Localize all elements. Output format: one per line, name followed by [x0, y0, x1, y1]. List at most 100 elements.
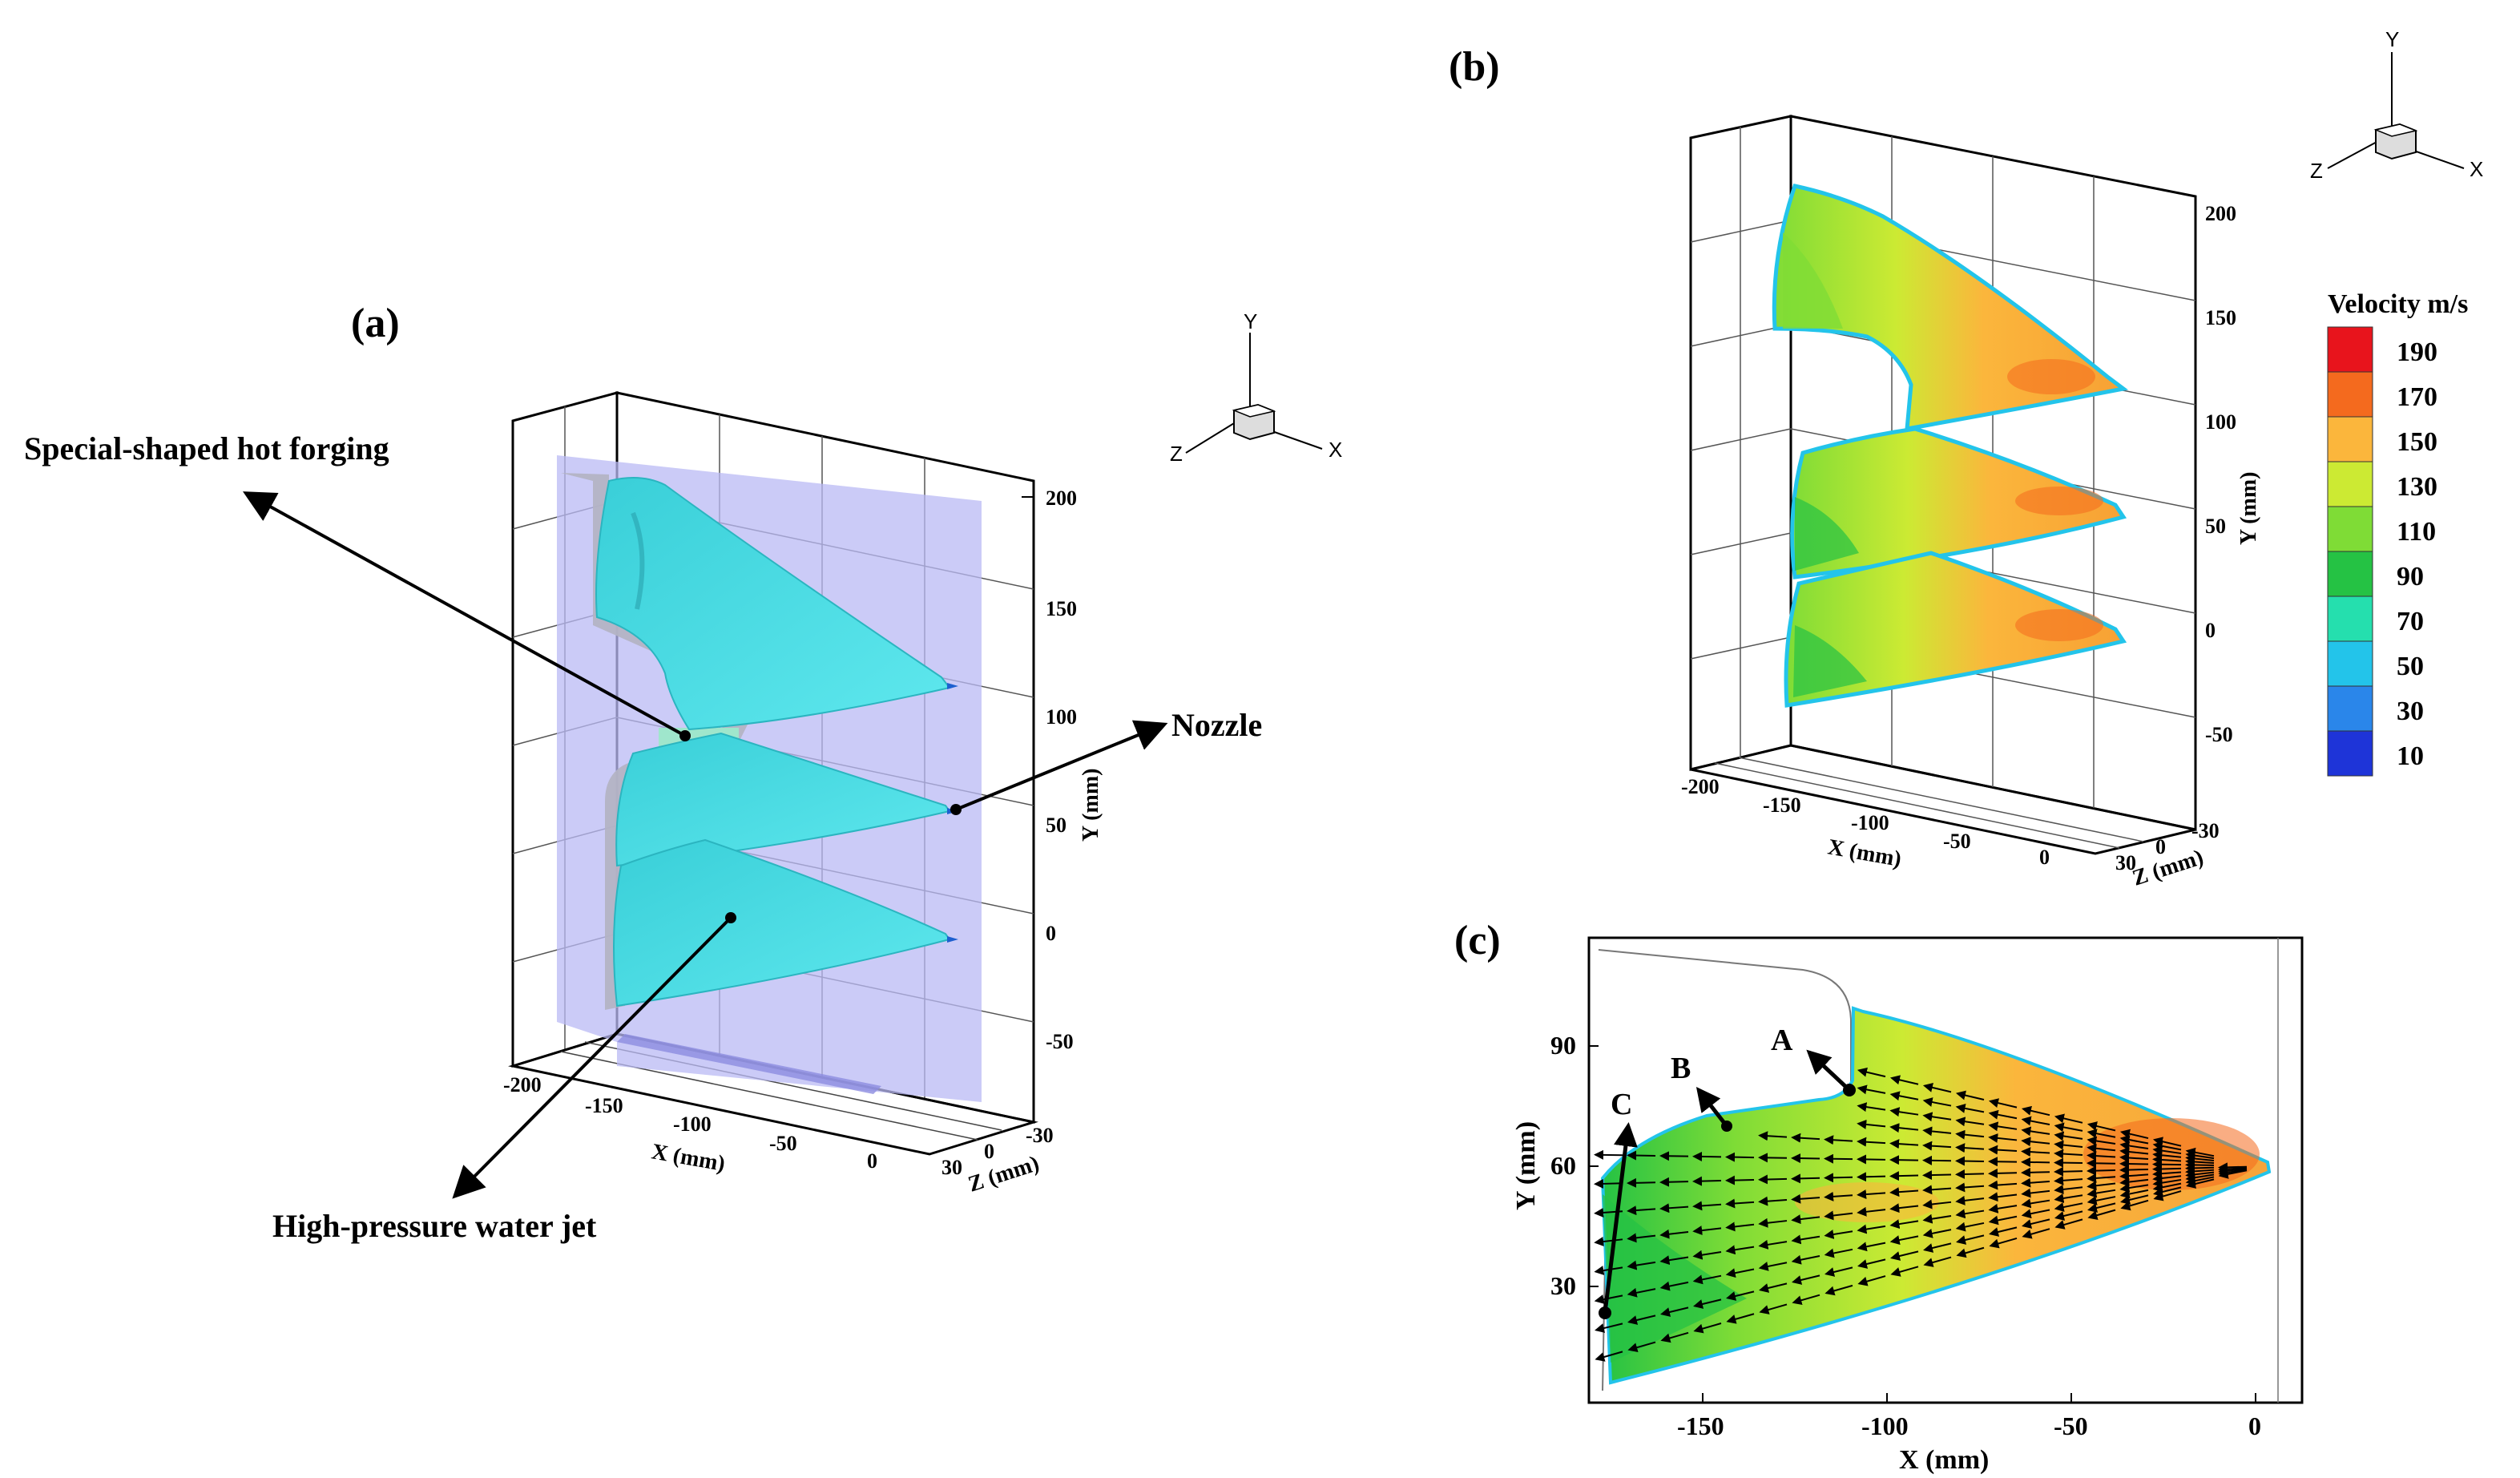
annotation-forging-label: Special-shaped hot forging — [24, 430, 389, 466]
panel-a-y-tick: 0 — [1046, 922, 1056, 945]
vector-arrow — [1988, 1180, 2018, 1190]
vector-arrow — [1791, 1254, 1820, 1265]
panel-a-triad-x: X — [1329, 438, 1342, 462]
vector-arrow — [2054, 1157, 2083, 1168]
panel-c-x-tick: -100 — [1861, 1411, 1909, 1440]
panel-c-y-title: Y (mm) — [1511, 1121, 1541, 1210]
vector-arrow — [1988, 1109, 2018, 1120]
vector-arrow — [1659, 1281, 1689, 1291]
vector-arrow — [2021, 1198, 2050, 1209]
vector-arrow — [2087, 1202, 2116, 1213]
vector-arrow — [2119, 1129, 2149, 1140]
vector-arrow — [2054, 1218, 2083, 1230]
vector-arrow — [1989, 1226, 2018, 1237]
vector-arrow — [1889, 1075, 1919, 1085]
panel-b-label: (b) — [1449, 44, 1500, 90]
vector-arrow — [2022, 1218, 2050, 1229]
vector-arrow — [1660, 1331, 1689, 1343]
vector-arrow — [1889, 1107, 1919, 1117]
vector-arrow — [1660, 1306, 1689, 1317]
point-label-a: A — [1771, 1024, 1793, 1057]
vector-arrow — [2119, 1135, 2149, 1145]
vector-arrow — [1988, 1121, 2018, 1132]
panel-b-fan-bottom — [1784, 551, 2127, 708]
vector-arrow — [1955, 1117, 1985, 1127]
panel-a-y-tick: 100 — [1046, 705, 1077, 729]
panel-a-z-axis: 30 0 -30 Z (mm) — [941, 1124, 1054, 1197]
panel-a-z-tick: 0 — [984, 1140, 994, 1163]
vector-arrow — [1659, 1177, 1689, 1187]
vector-arrow — [1791, 1193, 1820, 1204]
panel-b-x-tick: -200 — [1681, 775, 1720, 798]
panel-a-x-title: X (mm) — [650, 1139, 728, 1177]
legend-swatches — [2327, 326, 2373, 777]
vector-arrow — [1955, 1195, 1985, 1205]
panel-b-z-title: Z (mm) — [2130, 845, 2207, 891]
vector-arrow — [2119, 1177, 2149, 1187]
panel-a-y-title: Y (mm) — [1079, 769, 1103, 842]
vector-arrow — [2054, 1193, 2083, 1203]
vector-arrow — [1594, 1237, 1623, 1246]
vector-arrow — [1726, 1290, 1755, 1301]
vector-arrow — [1923, 1242, 1952, 1253]
vector-arrow — [1758, 1196, 1788, 1206]
panel-b-x-tick: -50 — [1943, 830, 1971, 853]
vector-arrow — [1792, 1294, 1820, 1306]
vector-arrow — [1889, 1155, 1919, 1165]
vector-arrow — [1758, 1174, 1788, 1185]
vector-arrow — [1627, 1233, 1656, 1243]
vector-arrow — [1824, 1230, 1853, 1239]
panel-b-x-title: X (mm) — [1826, 834, 1904, 872]
vector-arrow — [1824, 1135, 1853, 1145]
vector-arrow — [2087, 1188, 2116, 1198]
vector-arrow — [1824, 1248, 1853, 1258]
panel-a-jets — [595, 477, 958, 1008]
panel-b-fan-mid — [1790, 426, 2127, 579]
vector-arrow — [2054, 1175, 2083, 1185]
panel-a-floor — [508, 1032, 1038, 1156]
vector-arrow — [1955, 1129, 1985, 1140]
panel-b-y-title: Y (mm) — [2236, 472, 2261, 545]
vector-arrow — [2087, 1151, 2116, 1161]
vector-arrow — [2185, 1163, 2215, 1173]
vector-arrow — [1594, 1178, 1623, 1189]
vector-arrow — [1889, 1123, 1919, 1133]
vector-arrow — [1956, 1234, 1985, 1245]
legend-swatch — [2327, 371, 2373, 418]
vector-arrow — [1857, 1154, 1886, 1165]
panel-a-x-tick: -150 — [585, 1094, 623, 1117]
vector-arrow — [2087, 1158, 2116, 1169]
legend-level-label: 190 — [2397, 337, 2437, 367]
vector-arrow — [2021, 1116, 2050, 1126]
panel-a-z-tick: 30 — [941, 1156, 962, 1179]
annotation-nozzle-arrow — [955, 720, 1168, 811]
vector-arrow — [1923, 1256, 1952, 1267]
vector-arrow — [1922, 1126, 1952, 1137]
vector-arrow — [1792, 1274, 1820, 1285]
vector-arrow — [2186, 1178, 2215, 1189]
panel-b-triad-y: Y — [2385, 27, 2399, 51]
vector-arrow — [2218, 1169, 2248, 1179]
vector-arrow — [1824, 1191, 1853, 1201]
panel-b-triad-x: X — [2470, 157, 2483, 181]
vector-arrow — [2119, 1189, 2149, 1199]
legend-swatch — [2327, 461, 2373, 507]
vector-arrow — [2087, 1165, 2116, 1176]
panel-a-triad-z: Z — [1170, 442, 1183, 466]
vector-arrow — [2119, 1141, 2149, 1151]
vector-arrow — [1595, 1351, 1623, 1362]
annotation-jet-label: High-pressure water jet — [272, 1208, 597, 1244]
vector-arrow — [1889, 1091, 1919, 1101]
vector-arrow — [1988, 1215, 2018, 1226]
vector-arrow — [1857, 1067, 1886, 1078]
vector-arrow — [2021, 1177, 2050, 1188]
vector-arrow — [1659, 1255, 1689, 1266]
legend-level-label: 50 — [2397, 652, 2424, 681]
vector-arrow — [1627, 1177, 1656, 1188]
panel-c-y-tick: 90 — [1550, 1031, 1576, 1060]
vector-arrow — [1791, 1234, 1820, 1245]
vector-arrow — [2120, 1194, 2149, 1205]
vector-arrow — [1988, 1098, 2018, 1108]
vector-arrow — [1955, 1209, 1985, 1219]
